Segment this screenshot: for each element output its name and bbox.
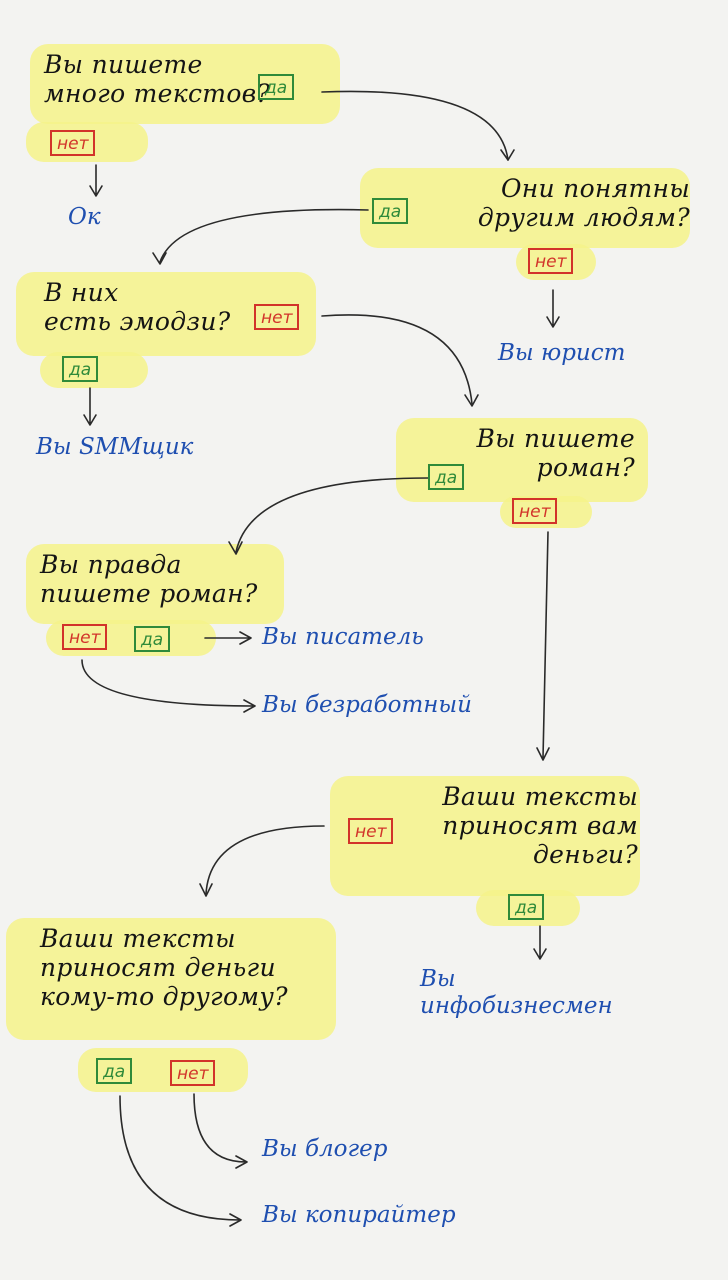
arrow-q4-yes-to-q5-head (228, 541, 243, 555)
highlight-q2 (360, 168, 690, 248)
result-ok: Ок (68, 204, 101, 230)
arrow-q4-yes-to-q5 (235, 477, 429, 553)
highlight-q3 (16, 272, 316, 356)
q5-yes-tag[interactable]: да (134, 626, 171, 652)
q2-no-tag[interactable]: нет (528, 248, 574, 274)
arrow-q4-no-to-q6 (536, 531, 550, 761)
question-novel: Вы пишете роман? (476, 424, 635, 482)
arrow-q3-no-to-q4 (321, 314, 473, 405)
q4-no-tag[interactable]: нет (512, 498, 558, 524)
question-money-for-others: Ваши тексты приносят деньги кому-то друг… (40, 924, 288, 1011)
arrow-q2-yes-to-q3-head (152, 252, 167, 265)
result-unemployed: Вы безработный (262, 692, 472, 718)
arrow-q6-no-to-q7-head (199, 883, 213, 897)
highlight-q7 (6, 918, 336, 1040)
q3-yes-tag[interactable]: да (62, 356, 99, 382)
result-lawyer: Вы юрист (498, 340, 626, 366)
question-emoji: В них есть эмодзи? (44, 278, 231, 336)
arrow-q1-yes-to-q2 (321, 90, 509, 161)
q2-yes-tag[interactable]: да (372, 198, 409, 224)
arrow-q6-no-to-q7 (205, 825, 325, 895)
q6-yes-tag[interactable]: да (508, 894, 545, 920)
arrow-q5-no-to-unemployed (81, 659, 256, 713)
result-infobiz: Вы инфобизнесмен (420, 966, 613, 1019)
q7-yes-tag[interactable]: да (96, 1058, 133, 1084)
q1-no-tag[interactable]: нет (50, 130, 96, 156)
question-understandable: Они понятны другим людям? (477, 174, 690, 232)
q6-no-tag[interactable]: нет (348, 818, 394, 844)
arrow-q7-no-to-blogger (193, 1093, 248, 1169)
result-smm: Вы SMMщик (36, 434, 194, 460)
arrow-q1-no-to-ok (89, 164, 103, 197)
q4-yes-tag[interactable]: да (428, 464, 465, 490)
highlight-q6-yes (476, 890, 580, 926)
arrow-q3-yes-to-smm (83, 387, 97, 426)
highlight-q3-yes (40, 352, 148, 388)
arrow-q2-no-to-lawyer (546, 289, 560, 328)
result-blogger: Вы блогер (262, 1136, 388, 1162)
question-money-for-you: Ваши тексты приносят вам деньги? (442, 782, 638, 869)
highlight-q6 (330, 776, 640, 896)
highlight-q5-tags (46, 620, 216, 656)
result-writer: Вы писатель (262, 624, 424, 650)
arrow-q7-yes-to-copywriter (119, 1095, 242, 1227)
arrow-q6-yes-to-infobiz (533, 925, 547, 960)
highlight-q7-tags (78, 1048, 248, 1092)
arrow-q1-yes-to-q2-head (500, 149, 515, 161)
q5-no-tag[interactable]: нет (62, 624, 108, 650)
arrow-q2-yes-to-q3 (159, 208, 369, 263)
highlight-q5 (26, 544, 284, 624)
q1-yes-tag[interactable]: да (258, 74, 295, 100)
highlight-q1 (30, 44, 340, 124)
arrow-q3-no-to-q4-head (464, 394, 479, 407)
arrow-q5-yes-to-writer (204, 631, 252, 645)
question-really-novel: Вы правда пишете роман? (40, 550, 258, 608)
q7-no-tag[interactable]: нет (170, 1060, 216, 1086)
result-copywriter: Вы копирайтер (262, 1202, 456, 1228)
question-write-many: Вы пишете много текстов? (44, 50, 271, 108)
q3-no-tag[interactable]: нет (254, 304, 300, 330)
